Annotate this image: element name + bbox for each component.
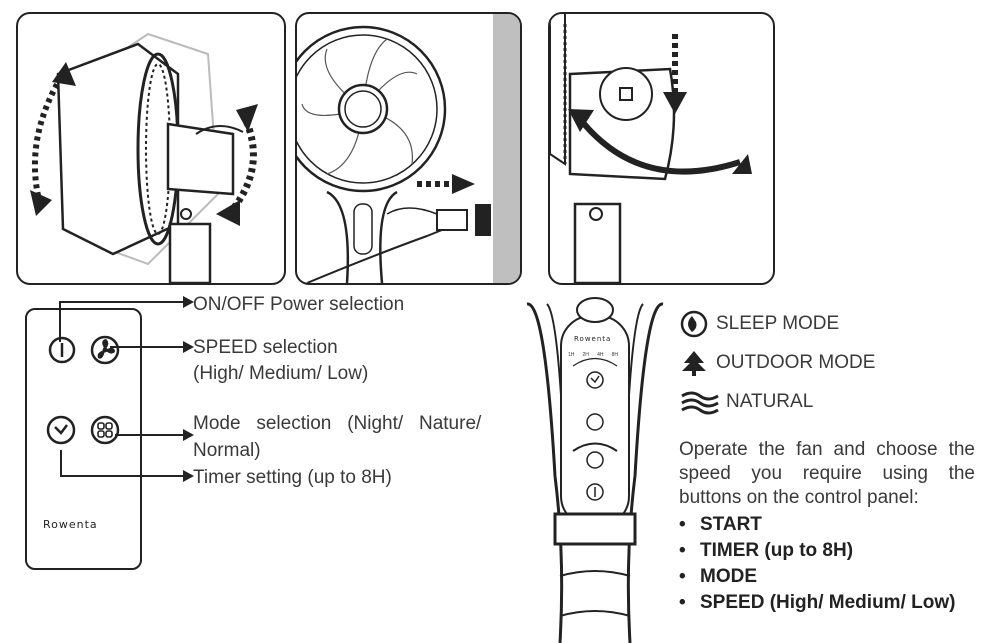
timer-label: Timer setting (up to 8H)	[193, 467, 392, 488]
mode-label: OUTDOOR MODE	[716, 352, 876, 373]
sleep-mode-icon	[680, 310, 708, 338]
fan-tilt-illustration	[30, 32, 258, 283]
panel-brand-logo: Rowenta	[574, 335, 612, 343]
panel-timer-ticks: 1H 2H 4H 8H	[568, 352, 618, 358]
speed-options-label: (High/ Medium/ Low)	[193, 363, 369, 384]
natural-mode-icon	[681, 391, 719, 415]
power-icon[interactable]	[47, 334, 77, 366]
timer-tick: 1H	[568, 352, 575, 358]
mode-label: SLEEP MODE	[716, 313, 840, 334]
speed-label: SPEED selection	[193, 337, 338, 358]
timer-tick: 8H	[611, 352, 618, 358]
figure-plug-in	[295, 12, 522, 285]
list-item: TIMER (up to 8H)	[679, 538, 955, 564]
instructions-text: Operate the fan and choose the speed you…	[679, 439, 975, 508]
power-label: ON/OFF Power selection	[193, 294, 405, 315]
list-item: SPEED (High/ Medium/ Low)	[679, 590, 955, 616]
fan-oscillation-illustration	[550, 14, 752, 283]
mode-label-cont: Normal)	[193, 440, 261, 461]
remote-callout-lines	[59, 296, 194, 482]
mode-item-natural: NATURAL	[680, 388, 813, 416]
timer-icon[interactable]	[45, 414, 77, 446]
list-item: MODE	[679, 564, 955, 590]
outdoor-mode-icon	[682, 351, 706, 376]
figure-oscillation	[548, 12, 775, 285]
mode-item-sleep: SLEEP MODE	[680, 310, 839, 338]
control-panel-illustration	[526, 297, 664, 643]
mode-item-outdoor: OUTDOOR MODE	[680, 349, 875, 377]
fan-plug-illustration	[297, 14, 520, 283]
timer-tick: 2H	[582, 352, 589, 358]
timer-tick: 4H	[597, 352, 604, 358]
list-item: START	[679, 512, 955, 538]
remote-brand-logo: Rowenta	[43, 518, 98, 531]
mode-label: NATURAL	[726, 391, 814, 412]
fan-speed-icon[interactable]	[89, 334, 121, 366]
instructions-steps: START TIMER (up to 8H) MODE SPEED (High/…	[679, 512, 955, 616]
mode-icon[interactable]	[89, 414, 121, 446]
mode-label: Mode selection (Night/ Nature/	[193, 413, 482, 434]
remote-control: Rowenta	[25, 308, 142, 570]
figure-tilt-rotate	[16, 12, 286, 285]
